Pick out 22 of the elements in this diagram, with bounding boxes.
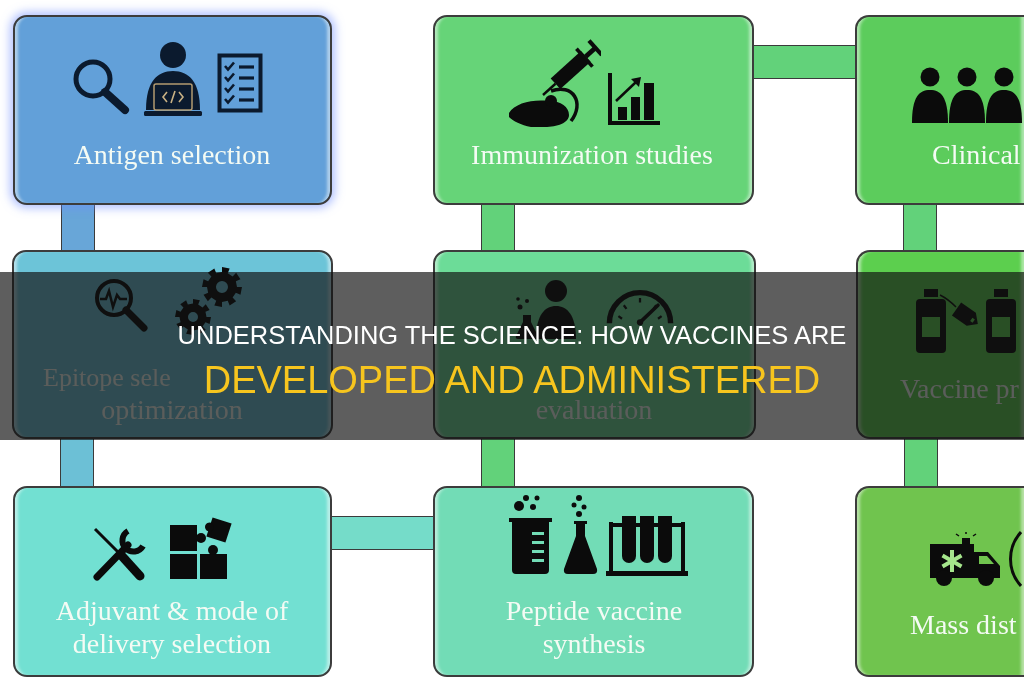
connector-bar <box>482 439 514 486</box>
connector-bar <box>61 439 93 486</box>
connector-bar <box>905 439 937 486</box>
step-box <box>433 486 754 677</box>
step-box <box>855 486 1024 677</box>
step-box <box>855 15 1024 205</box>
step-label: Antigen selection <box>73 140 271 170</box>
step-label: Adjuvant & mode of delivery selection <box>54 594 290 660</box>
step-box <box>13 486 332 677</box>
step-label: Clinical <box>932 140 1021 170</box>
step-label: Mass dist <box>910 610 1017 640</box>
step-label: Peptide vaccine synthesis <box>504 594 684 660</box>
step-label: Immunization studies <box>471 140 713 170</box>
connector-bar <box>332 517 433 549</box>
step-box <box>13 15 332 205</box>
connector-bar <box>62 205 94 250</box>
connector-bar <box>904 205 936 250</box>
step-box <box>433 15 754 205</box>
step-box <box>856 250 1024 439</box>
connector-bar <box>482 205 514 250</box>
banner-title: UNDERSTANDING THE SCIENCE: HOW VACCINES ARE DEVELOPED AND ADMINISTERED <box>176 320 848 401</box>
connector-bar <box>754 46 855 78</box>
